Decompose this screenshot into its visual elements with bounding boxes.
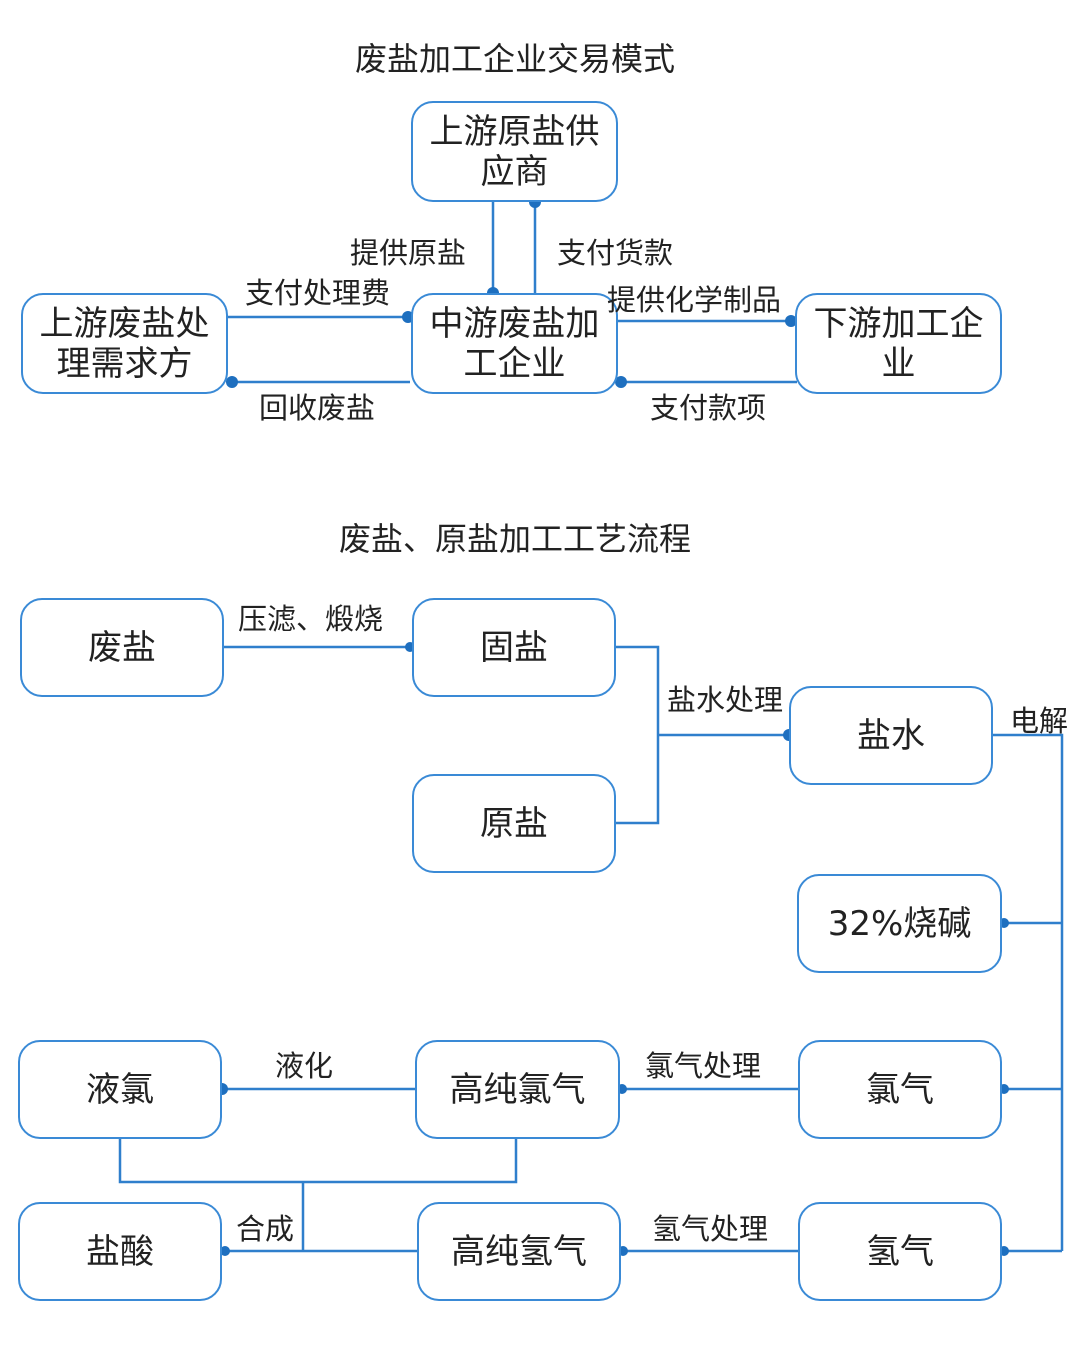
node-hydrogen-gas: 氢气 (798, 1202, 1002, 1301)
edge-label-brine-treatment: 盐水处理 (667, 683, 784, 717)
edge-label-chlorine-treatment: 氯气处理 (645, 1049, 762, 1083)
node-raw-salt: 原盐 (412, 774, 616, 873)
edge-label-recycle-waste: 回收废盐 (259, 391, 376, 425)
node-downstream-processor: 下游加工企业 (795, 293, 1002, 394)
node-upstream-waste-demand: 上游废盐处理需求方 (21, 293, 228, 394)
edge-label-liquefy: 液化 (275, 1049, 334, 1083)
edge-label-press-calcine: 压滤、煅烧 (238, 602, 384, 636)
edge-label-provide-chemicals: 提供化学制品 (607, 283, 782, 317)
edge-label-pay-amount: 支付款项 (650, 391, 767, 425)
node-waste-salt: 废盐 (20, 598, 224, 697)
edge-label-provide-raw-salt: 提供原盐 (350, 236, 467, 270)
edge-label-electrolysis: 电解 (1010, 704, 1069, 738)
node-high-purity-chlorine: 高纯氯气 (415, 1040, 620, 1139)
node-high-purity-hydrogen: 高纯氢气 (417, 1202, 621, 1301)
edge-label-pay-fee: 支付处理费 (245, 276, 391, 310)
node-caustic-soda: 32%烧碱 (797, 874, 1002, 973)
node-solid-salt: 固盐 (412, 598, 616, 697)
edge-label-hydrogen-treatment: 氢气处理 (652, 1212, 769, 1246)
edge-label-pay-goods: 支付货款 (557, 236, 674, 270)
diagram-2-title: 废盐、原盐加工工艺流程 (338, 520, 691, 558)
node-liquid-chlorine: 液氯 (18, 1040, 222, 1139)
node-brine: 盐水 (789, 686, 993, 785)
edge-label-synthesis: 合成 (236, 1212, 295, 1246)
node-upstream-supplier: 上游原盐供应商 (411, 101, 618, 202)
node-hydrochloric-acid: 盐酸 (18, 1202, 222, 1301)
diagram-1-title: 废盐加工企业交易模式 (354, 40, 675, 78)
node-midstream-processor: 中游废盐加工企业 (411, 293, 618, 394)
node-chlorine-gas: 氯气 (798, 1040, 1002, 1139)
